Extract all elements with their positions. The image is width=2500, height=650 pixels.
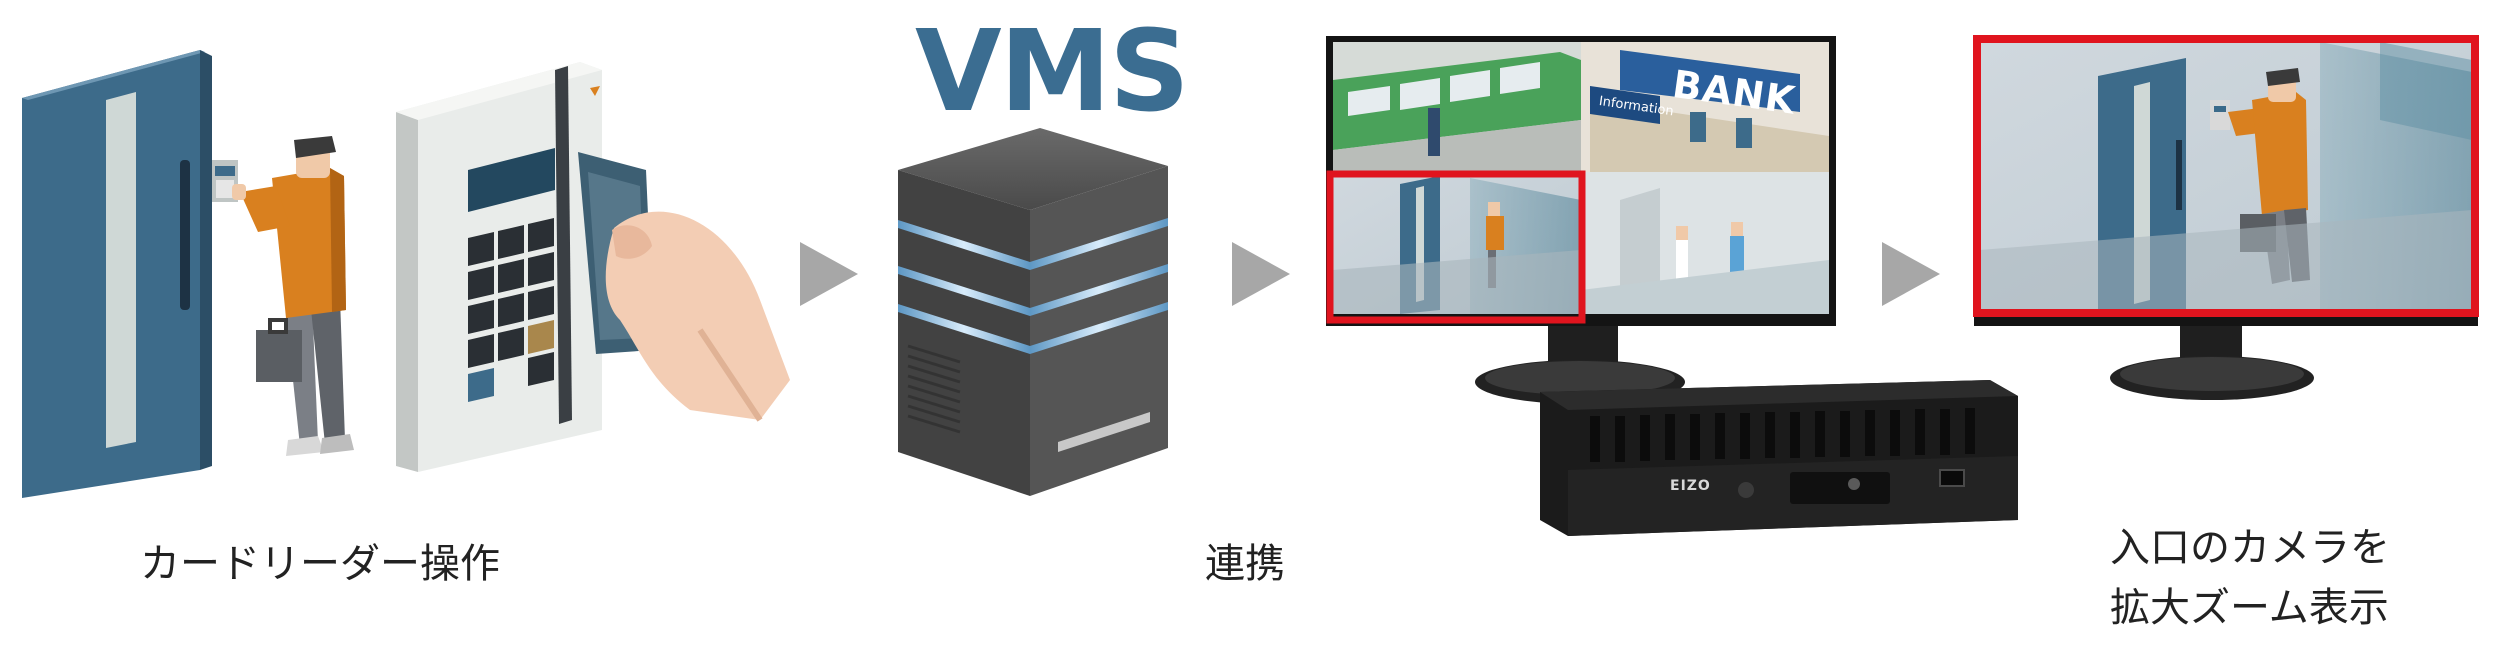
wall-card-panel [212, 160, 238, 202]
caption-card-reader: カードリーダー操作 [140, 541, 500, 587]
caption-zoom-line-1: 入口のカメラを [2110, 525, 2390, 571]
monitor-multiview [1326, 36, 1836, 404]
brand-logo: EIZO [1670, 478, 1711, 494]
arrow-3-icon [1882, 242, 1940, 306]
vms-title: VMS [915, 7, 1190, 137]
highlight-frame [1326, 170, 1586, 324]
zoom-highlight-frame [1973, 35, 2479, 317]
eizo-pc-box [1540, 380, 2018, 536]
door-illustration [22, 50, 212, 498]
monitor-zoomed [1973, 35, 2479, 400]
vms-server-illustration [898, 128, 1168, 496]
caption-integration: 連携 [1205, 541, 1285, 587]
person-figure [232, 136, 354, 456]
caption-zoom-line-2: 拡大ズーム表示 [2110, 585, 2389, 631]
hand-with-card [578, 152, 790, 422]
card-reader-device [396, 62, 602, 472]
arrow-2-icon [1232, 242, 1290, 306]
arrow-1-icon [800, 242, 858, 306]
